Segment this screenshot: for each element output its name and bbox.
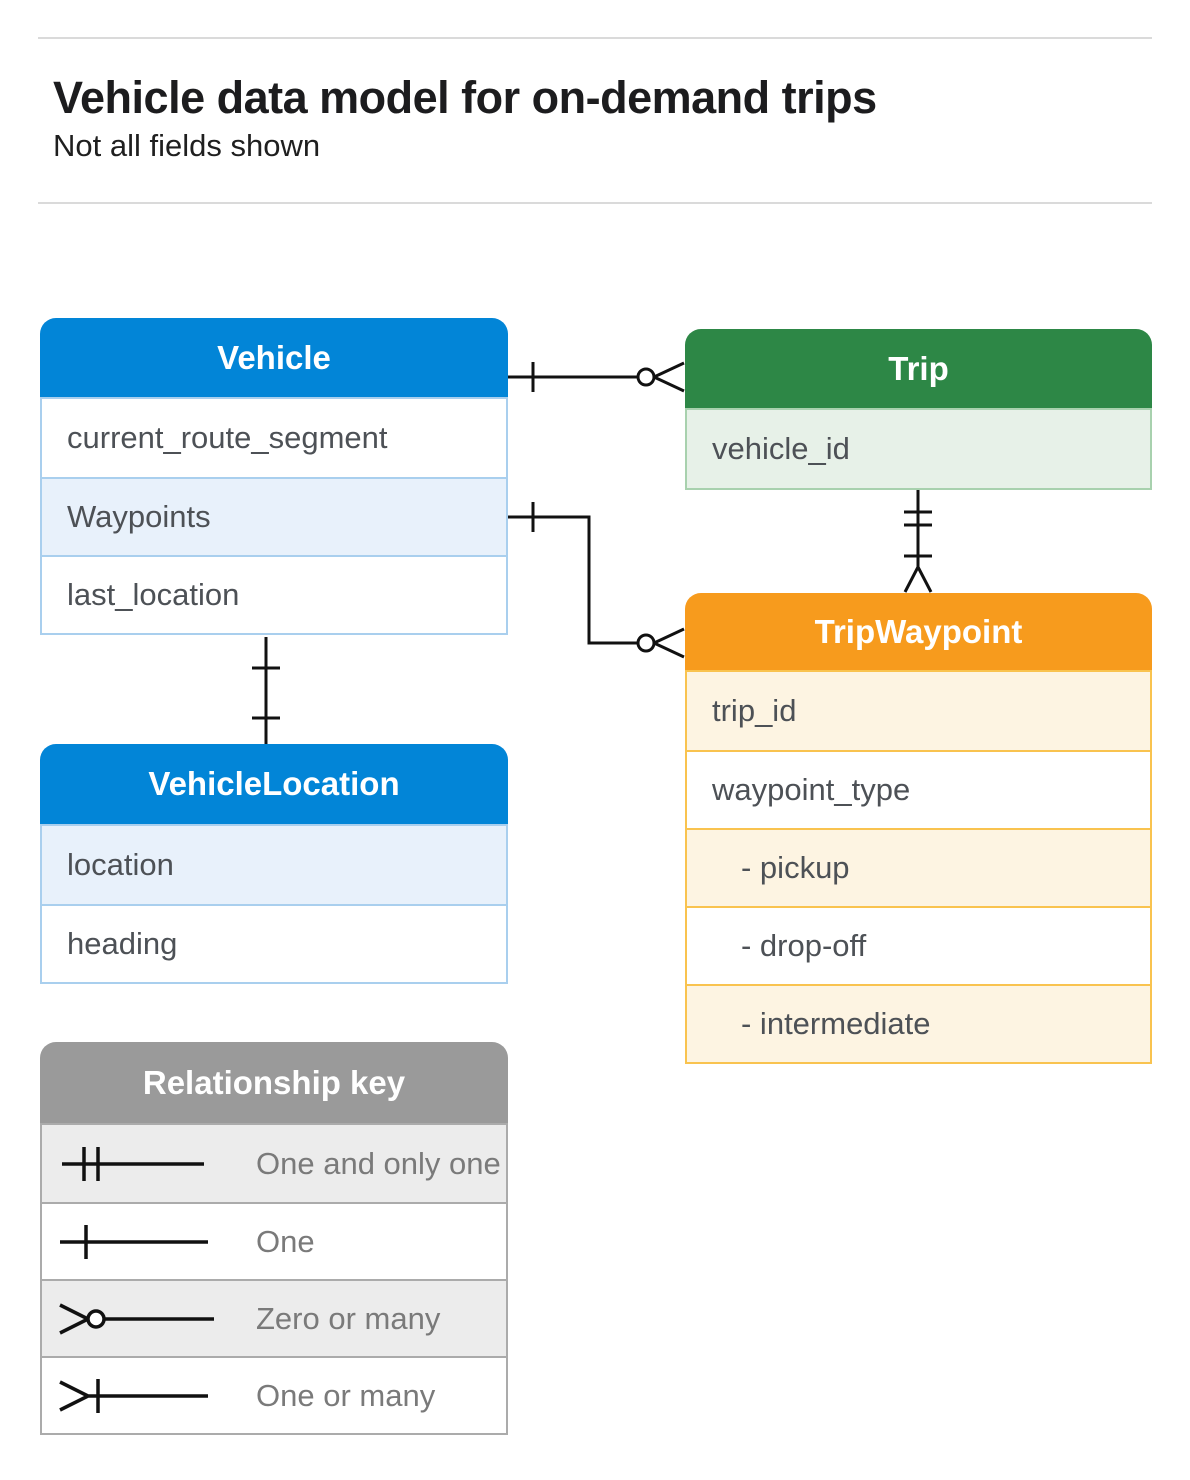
field-row: Waypoints: [42, 477, 506, 555]
vehicle-vehiclelocation-connector: [252, 637, 280, 744]
legend-label: One and only one: [256, 1145, 501, 1181]
one-or-many-icon: [59, 1378, 208, 1413]
page-subtitle: Not all fields shown: [53, 128, 321, 163]
field-row: last_location: [42, 555, 506, 633]
page-title: Vehicle data model for on-demand trips: [53, 72, 877, 123]
legend-row: One or many: [42, 1356, 506, 1433]
legend-row: One: [42, 1202, 506, 1279]
header-divider: [38, 202, 1152, 204]
one-icon: [60, 1224, 208, 1259]
entity-trip: Trip vehicle_id: [685, 329, 1152, 490]
zero-or-many-icon: [59, 1302, 214, 1335]
entity-trip-waypoint: TripWaypoint trip_id waypoint_type - pic…: [685, 593, 1152, 1064]
legend-label: One: [256, 1223, 315, 1259]
trip-tripwaypoint-connector: [903, 490, 933, 593]
field-row: waypoint_type: [687, 750, 1150, 828]
field-row: current_route_segment: [42, 399, 506, 477]
field-row: trip_id: [687, 672, 1150, 750]
top-divider: [38, 37, 1152, 39]
vehicle-trip-connector: [508, 361, 685, 393]
relationship-key-body: One and only one One Zero or many: [40, 1123, 508, 1435]
entity-vehicle: Vehicle current_route_segment Waypoints …: [40, 318, 508, 635]
entity-vehicle-location-title: VehicleLocation: [40, 744, 508, 824]
relationship-key: Relationship key One and only one One: [40, 1042, 508, 1435]
entity-trip-title: Trip: [685, 329, 1152, 408]
field-row: location: [42, 826, 506, 904]
one-and-only-one-icon: [62, 1146, 204, 1181]
entity-vehicle-body: current_route_segment Waypoints last_loc…: [40, 397, 508, 635]
field-row: vehicle_id: [687, 410, 1150, 488]
entity-vehicle-title: Vehicle: [40, 318, 508, 397]
legend-row: Zero or many: [42, 1279, 506, 1356]
field-row: - pickup: [687, 828, 1150, 906]
entity-trip-waypoint-title: TripWaypoint: [685, 593, 1152, 670]
waypoints-tripwaypoint-connector: [508, 502, 685, 659]
legend-row: One and only one: [42, 1125, 506, 1202]
field-row: heading: [42, 904, 506, 982]
legend-label: Zero or many: [256, 1300, 441, 1336]
legend-label: One or many: [256, 1377, 436, 1413]
field-row: - drop-off: [687, 906, 1150, 984]
relationship-key-title: Relationship key: [40, 1042, 508, 1123]
entity-trip-waypoint-body: trip_id waypoint_type - pickup - drop-of…: [685, 670, 1152, 1064]
field-row: - intermediate: [687, 984, 1150, 1062]
entity-vehicle-location-body: location heading: [40, 824, 508, 984]
entity-trip-body: vehicle_id: [685, 408, 1152, 490]
entity-vehicle-location: VehicleLocation location heading: [40, 744, 508, 984]
